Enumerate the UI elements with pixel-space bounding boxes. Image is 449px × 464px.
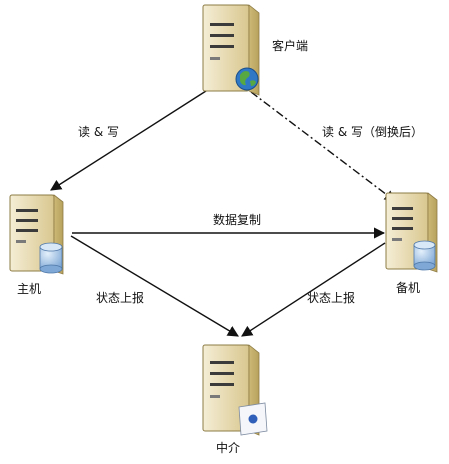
standby-server xyxy=(385,192,438,273)
edge-label-client-to-primary: 读 & 写 xyxy=(78,125,119,139)
node-label-standby: 备机 xyxy=(396,281,420,295)
certificate-icon xyxy=(238,402,268,436)
edge-label-client-to-standby: 读 & 写（倒换后） xyxy=(322,125,423,139)
edge-label-replication: 数据复制 xyxy=(213,212,261,227)
edge-standby-status xyxy=(241,242,386,337)
connections xyxy=(50,90,396,337)
node-label-primary: 主机 xyxy=(17,282,41,296)
primary-server xyxy=(9,194,64,275)
edge-primary-status xyxy=(70,235,239,337)
node-label-broker: 中介 xyxy=(216,440,240,455)
globe-icon xyxy=(235,67,259,91)
database-icon xyxy=(413,240,436,271)
edge-client-to-standby xyxy=(250,91,396,202)
broker-server xyxy=(202,344,268,436)
database-icon xyxy=(39,242,63,274)
client-server xyxy=(202,4,260,96)
edge-label-primary-status: 状态上报 xyxy=(96,290,144,305)
node-label-client: 客户端 xyxy=(272,38,308,53)
edge-label-standby-status: 状态上报 xyxy=(307,290,355,305)
edge-client-to-primary xyxy=(50,90,207,191)
